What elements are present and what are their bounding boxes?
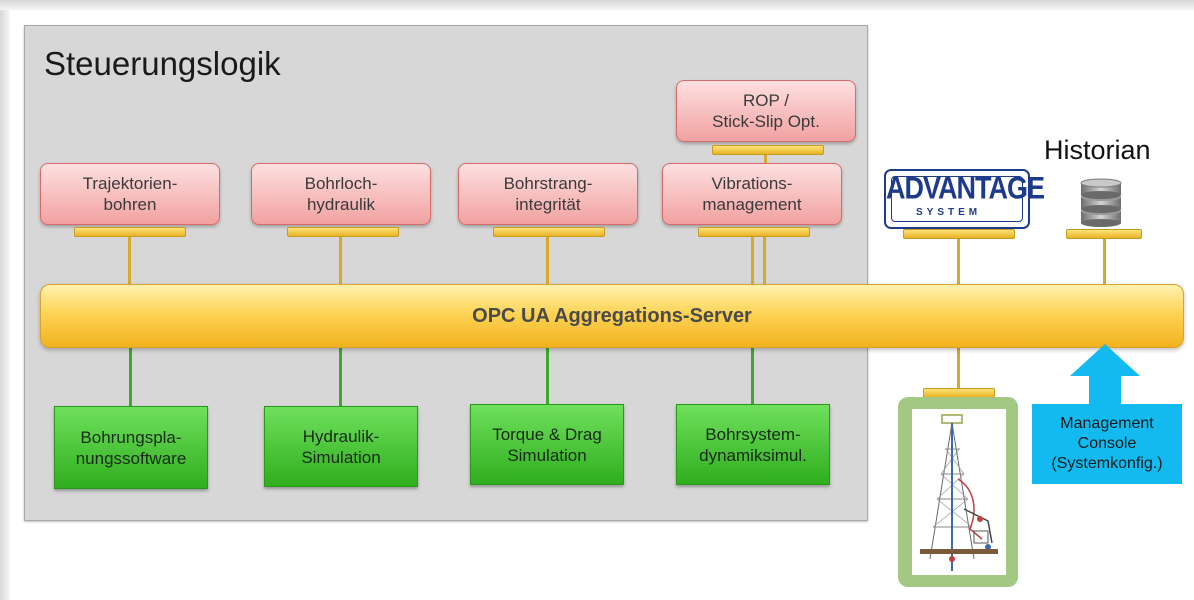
- advantage-system-logo: ADVANTAGE SYSTEM: [884, 169, 1045, 229]
- frame-top-edge: [0, 0, 1194, 10]
- port-rop: [712, 145, 824, 155]
- historian-label: Historian: [1044, 135, 1151, 165]
- frame-left-edge: [0, 10, 10, 600]
- management-console[interactable]: Management Console (Systemkonfig.): [1032, 404, 1182, 484]
- module-drilling-planning-software[interactable]: Bohrungspla- nungssoftware: [54, 406, 208, 489]
- connector-planning: [129, 346, 132, 406]
- connector-hydraulic-sim: [339, 346, 342, 406]
- port-trajectory: [74, 227, 186, 237]
- connector-rig: [957, 346, 960, 388]
- module-drillstring-integrity[interactable]: Bohrstrang- integrität: [458, 163, 638, 225]
- opc-ua-aggregation-server-bus[interactable]: OPC UA Aggregations-Server: [40, 284, 1184, 348]
- module-rop-stick-slip[interactable]: ROP / Stick-Slip Opt.: [676, 80, 856, 142]
- advantage-logo-wordmark: ADVANTAGE: [886, 170, 1045, 206]
- connector-advantage: [957, 238, 960, 286]
- advantage-logo-border: [891, 176, 1023, 222]
- module-borehole-hydraulics[interactable]: Bohrloch- hydraulik: [251, 163, 431, 225]
- port-hydraulics: [287, 227, 399, 237]
- advantage-logo-subtitle: SYSTEM: [916, 207, 982, 218]
- connector-torque-drag: [546, 346, 549, 404]
- arrow-up-icon: [1070, 344, 1140, 410]
- connector-historian: [1103, 238, 1106, 286]
- port-historian: [1066, 229, 1142, 239]
- database-icon: [1080, 178, 1122, 227]
- connector-rop: [764, 154, 767, 166]
- module-torque-drag-simulation[interactable]: Torque & Drag Simulation: [470, 404, 624, 485]
- connector-trajectory: [128, 236, 131, 286]
- port-advantage: [903, 229, 1015, 239]
- connector-vibration-a: [751, 236, 754, 286]
- module-trajectory-drilling[interactable]: Trajektorien- bohren: [40, 163, 220, 225]
- connector-hydraulics: [339, 236, 342, 286]
- port-drillstring: [493, 227, 605, 237]
- module-drilling-system-dynamics[interactable]: Bohrsystem- dynamiksimul.: [676, 404, 830, 485]
- connector-drillstring: [546, 236, 549, 286]
- region-title: Steuerungslogik: [44, 45, 281, 82]
- drilling-rig-icon: [920, 414, 998, 571]
- connector-dynamics: [751, 346, 754, 404]
- connector-vibration-b: [763, 236, 766, 286]
- module-hydraulic-simulation[interactable]: Hydraulik- Simulation: [264, 406, 418, 487]
- module-vibration-management[interactable]: Vibrations- management: [662, 163, 842, 225]
- port-vibration: [698, 227, 810, 237]
